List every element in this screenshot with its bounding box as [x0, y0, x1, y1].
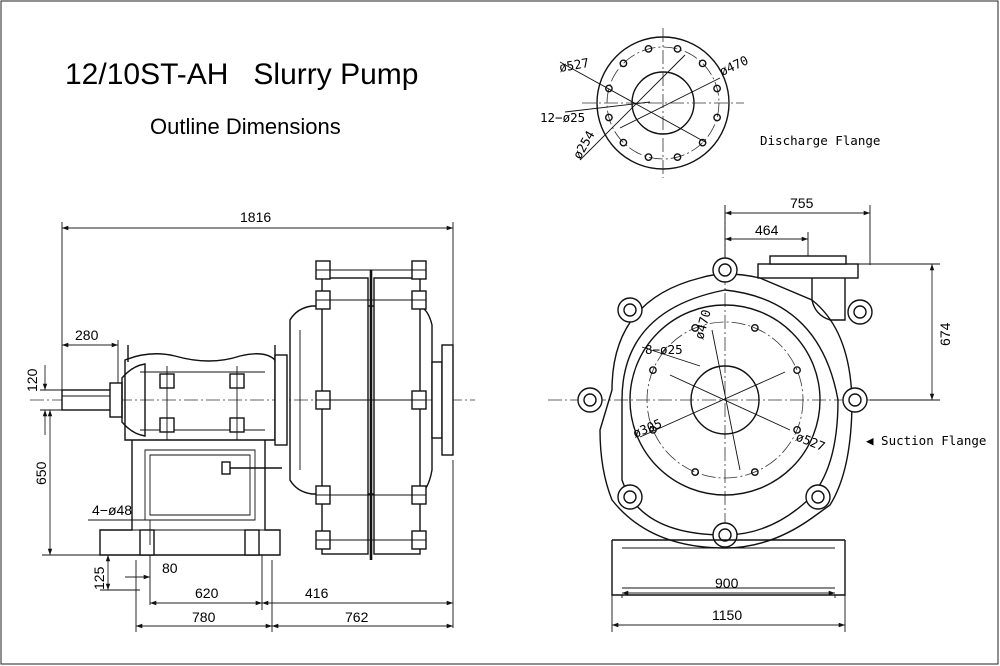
dim-shaft-height: 120 — [24, 368, 40, 392]
dim-base-width-outer: 1150 — [712, 607, 742, 623]
casing-bolt-hole — [848, 393, 862, 407]
casing-bolt — [842, 387, 868, 413]
dim-base-length: 620 — [195, 585, 219, 601]
suction-bolt-hole — [750, 468, 759, 476]
discharge-bolt-hole — [698, 138, 707, 147]
dim-base-width-inner: 900 — [715, 575, 739, 591]
dim-foot-holes: 4−ø48 — [92, 502, 132, 518]
suction-bolt-hole — [750, 324, 759, 332]
dim-centre-height: 650 — [33, 461, 49, 485]
dim-frame-to-flange: 416 — [305, 585, 329, 601]
dim-shaft-extension: 280 — [75, 327, 99, 343]
front-view: 755 464 674 ø470 8−ø25 ø305 ø527 ◀ Sucti… — [548, 195, 986, 632]
discharge-bolt-hole — [673, 45, 682, 53]
casing-bolt-hole — [718, 263, 732, 277]
suction-outer-diameter: ø527 — [794, 429, 828, 454]
casing-bolt — [617, 297, 643, 323]
suction-bolt-circle: ø470 — [691, 308, 713, 341]
discharge-bolt-hole — [619, 138, 628, 147]
casing-bolt-hole — [718, 528, 732, 542]
discharge-flange-view: ø527 ø470 12−ø25 ø254 Discharge Flange — [540, 28, 880, 178]
discharge-bolt-hole — [698, 59, 707, 68]
dim-base-overall: 780 — [192, 609, 216, 625]
discharge-bolt-hole — [713, 84, 721, 93]
casing-bolt — [805, 484, 831, 510]
casing-bolt-hole — [583, 393, 597, 407]
casing-bolt-hole — [623, 490, 637, 504]
casing-bolt — [617, 484, 643, 510]
suction-bore: ø305 — [631, 416, 665, 441]
drawing-subtitle: Outline Dimensions — [150, 114, 341, 139]
discharge-bolt-hole — [644, 153, 653, 161]
suction-bolt-hole — [649, 366, 657, 375]
discharge-bolt-hole — [713, 113, 721, 122]
suction-bolt-hole — [691, 324, 700, 332]
dim-foot-offset: 80 — [162, 560, 178, 576]
casing-bolt — [847, 299, 873, 325]
discharge-outer-diameter: ø527 — [558, 55, 590, 75]
casing-bolt — [712, 257, 738, 283]
casing-bolt-hole — [623, 303, 637, 317]
dim-discharge-height: 674 — [937, 322, 953, 346]
discharge-bore: ø254 — [570, 128, 598, 162]
discharge-bolt-circle: ø470 — [717, 52, 751, 78]
dim-overall-length: 1816 — [240, 209, 271, 225]
suction-bolt-hole — [793, 366, 801, 375]
discharge-flange-label: Discharge Flange — [760, 133, 880, 148]
suction-holes-spec: 8−ø25 — [645, 342, 683, 357]
discharge-bolt-hole — [605, 113, 613, 122]
suction-bolt-hole — [691, 468, 700, 476]
casing-bolt — [577, 387, 603, 413]
casing-bolt-hole — [811, 490, 825, 504]
suction-flange-label: ◀ Suction Flange — [866, 433, 986, 448]
discharge-bolt-hole — [673, 153, 682, 161]
dim-to-discharge-near: 464 — [755, 222, 779, 238]
casing-bolt-hole — [853, 305, 867, 319]
discharge-bolt-hole — [644, 45, 653, 53]
casing-bolt — [712, 522, 738, 548]
side-view: 1816 280 120 650 — [24, 209, 475, 632]
dim-base-thickness: 125 — [91, 566, 107, 590]
dim-suction-offset: 762 — [345, 609, 369, 625]
discharge-bolt-hole — [619, 59, 628, 68]
drawing-title: 12/10ST-AH Slurry Pump — [65, 58, 418, 91]
discharge-bolt-hole — [605, 84, 613, 93]
dim-to-discharge-far: 755 — [790, 195, 814, 211]
discharge-holes-spec: 12−ø25 — [540, 110, 585, 125]
suction-bolt-hole — [793, 425, 801, 434]
